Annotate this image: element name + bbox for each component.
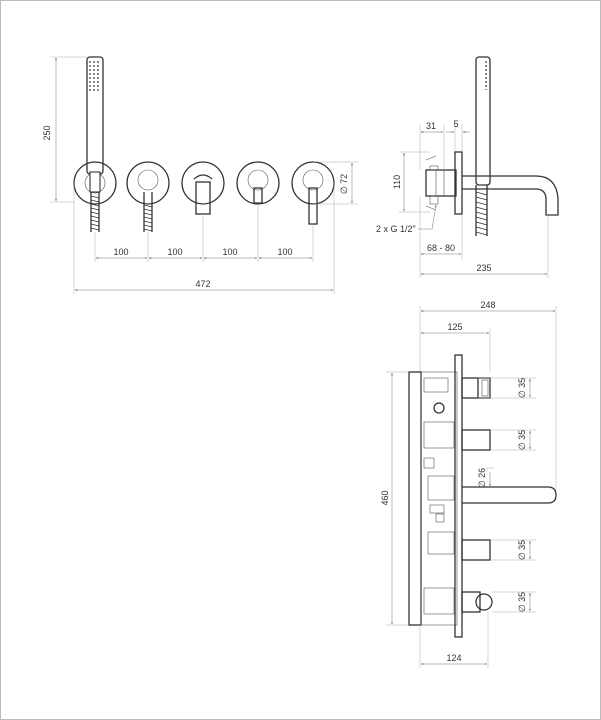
front-view: 250 ∅ 72 100 100 100 100 472: [42, 56, 358, 294]
valve-2: [126, 161, 170, 232]
outlet-1: [461, 377, 491, 399]
outlet-4: [461, 539, 491, 561]
spout-top: [462, 486, 557, 504]
base-panel: [408, 371, 422, 626]
dim-235: 235: [476, 263, 491, 273]
side-view: 31 5 110 2 x G 1/2" 68 - 80 235: [376, 56, 559, 278]
dim-diameter-35-4: ∅ 35: [517, 592, 527, 612]
dim-diameter-35-2: ∅ 35: [517, 430, 527, 450]
dim-spacing-2: 100: [167, 247, 182, 257]
body-details: [423, 377, 455, 615]
thread-label: 2 x G 1/2": [376, 224, 416, 234]
valve-4: [236, 161, 280, 205]
spout-front: [181, 161, 225, 215]
dim-124: 124: [446, 653, 461, 663]
hand-shower-side: [475, 56, 491, 236]
body-frame: [420, 371, 458, 626]
dim-460: 460: [380, 490, 390, 505]
dim-spacing-3: 100: [222, 247, 237, 257]
hand-shower: [73, 56, 117, 232]
dim-diameter-35-3: ∅ 35: [517, 540, 527, 560]
dim-diameter-26: ∅ 26: [477, 468, 487, 488]
dim-248: 248: [480, 300, 495, 310]
dim-spacing-4: 100: [277, 247, 292, 257]
dim-68-80: 68 - 80: [427, 243, 455, 253]
dim-diameter-35-1: ∅ 35: [517, 378, 527, 398]
dim-472: 472: [195, 279, 210, 289]
valve-body: [425, 155, 457, 211]
dim-spacing-1: 100: [113, 247, 128, 257]
outlet-5: [461, 591, 493, 613]
valve-5: [291, 161, 335, 225]
wall-plate-top: [454, 354, 463, 638]
wall-plate: [454, 151, 463, 215]
dim-110: 110: [392, 175, 402, 189]
dim-250: 250: [42, 125, 52, 140]
dim-31: 31: [426, 121, 436, 131]
spout-side: [462, 175, 559, 216]
dim-125: 125: [447, 322, 462, 332]
top-view: 248 125: [380, 300, 557, 668]
outlet-2: [461, 429, 491, 451]
dim-5: 5: [453, 119, 458, 129]
dim-diameter-72: ∅ 72: [339, 174, 349, 194]
